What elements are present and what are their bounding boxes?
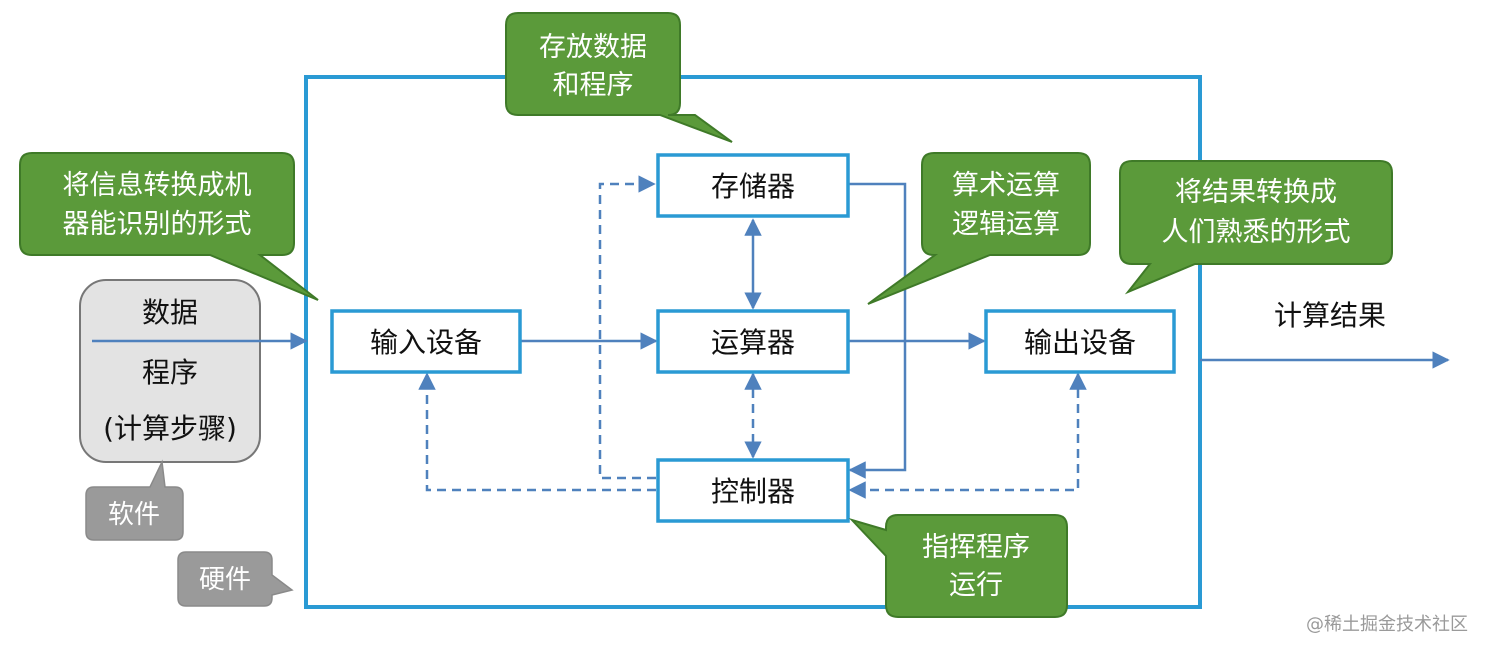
input-device-label: 输入设备 (370, 326, 482, 359)
dashed-output-to-control (848, 372, 1087, 499)
alu-callout-line1: 算术运算 (952, 170, 1060, 201)
control-callout: 指挥程序 运行 (848, 514, 1068, 618)
software-tag-label: 软件 (108, 500, 160, 530)
software-program-label: 程序 (142, 356, 198, 389)
alu-callout-line2: 逻辑运算 (952, 209, 1060, 240)
software-box: 数据 程序 (计算步骤) (79, 279, 261, 463)
input-callout-line1: 将信息转换成机 (63, 170, 252, 201)
watermark: @稀土掘金技术社区 (1306, 614, 1468, 635)
dashed-control-to-input (418, 372, 656, 492)
output-device-box: 输出设备 (984, 309, 1176, 374)
control-unit-label: 控制器 (711, 475, 795, 508)
software-steps-label: (计算步骤) (103, 412, 237, 445)
control-callout-line2: 运行 (949, 570, 1003, 601)
input-callout-line2: 器能识别的形式 (63, 209, 252, 240)
memory-callout: 存放数据 和程序 (505, 12, 733, 143)
alu-box: 运算器 (656, 309, 850, 374)
arrow-memory-to-control (848, 182, 907, 479)
output-callout: 将结果转换成 人们熟悉的形式 (1119, 160, 1393, 295)
memory-label: 存储器 (711, 170, 795, 203)
memory-callout-line1: 存放数据 (539, 32, 647, 63)
hardware-tag-label: 硬件 (199, 565, 251, 595)
control-callout-line1: 指挥程序 (922, 532, 1030, 563)
memory-callout-line2: 和程序 (553, 70, 634, 101)
input-callout: 将信息转换成机 器能识别的形式 (19, 152, 319, 301)
control-unit-box: 控制器 (656, 458, 850, 523)
alu-callout: 算术运算 逻辑运算 (867, 152, 1091, 305)
hardware-tag: 硬件 (177, 551, 294, 607)
result-label: 计算结果 (1274, 299, 1386, 332)
memory-box: 存储器 (656, 153, 850, 218)
output-callout-line2: 人们熟悉的形式 (1162, 217, 1351, 248)
software-tag: 软件 (85, 459, 184, 541)
output-device-label: 输出设备 (1024, 326, 1136, 359)
dashed-control-to-memory (598, 175, 656, 480)
software-data-label: 数据 (142, 296, 198, 329)
output-callout-line1: 将结果转换成 (1175, 177, 1337, 208)
control-signal-arrows (418, 175, 1087, 499)
alu-label: 运算器 (711, 326, 795, 359)
input-device-box: 输入设备 (330, 309, 522, 374)
